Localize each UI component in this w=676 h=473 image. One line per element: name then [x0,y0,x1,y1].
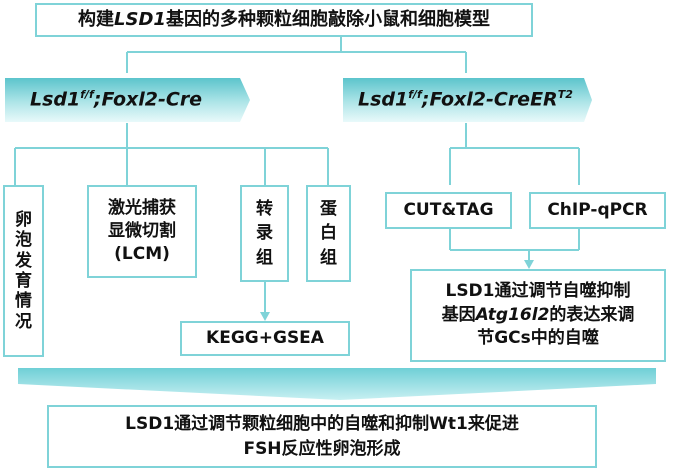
lcm-box: 激光捕获 显微切割 (LCM) [87,185,197,278]
right-model-label: Lsd1f/f;Foxl2-CreERT2 [358,88,573,111]
summary-arrow [18,368,656,400]
right-model-banner-bg [343,78,592,122]
chip-qpcr-box: ChIP-qPCR [529,192,666,229]
conclusion-box: LSD1通过调节颗粒细胞中的自噬和抑制Wt1来促进 FSH反应性卵泡形成 [47,405,597,468]
title-post: 基因的多种颗粒细胞敲除小鼠和细胞模型 [165,8,490,30]
left-model-label: Lsd1f/f;Foxl2-Cre [30,88,203,111]
transcriptome-box: 转 录 组 [240,185,289,282]
mechanism-box: LSD1通过调节自噬抑制 基因Atg16l2的表达来调 节GCs中的自噬 [410,269,666,362]
cut-tag-box: CUT&TAG [385,192,512,229]
proteome-box: 蛋 白 组 [306,185,351,282]
title-pre: 构建 [78,8,115,30]
follicle-development-box: 卵 泡 发 育 情 况 [3,185,44,357]
kegg-gsea-box: KEGG+GSEA [180,321,350,356]
title-gene: LSD1 [114,8,166,30]
left-model-banner-bg [5,78,250,122]
